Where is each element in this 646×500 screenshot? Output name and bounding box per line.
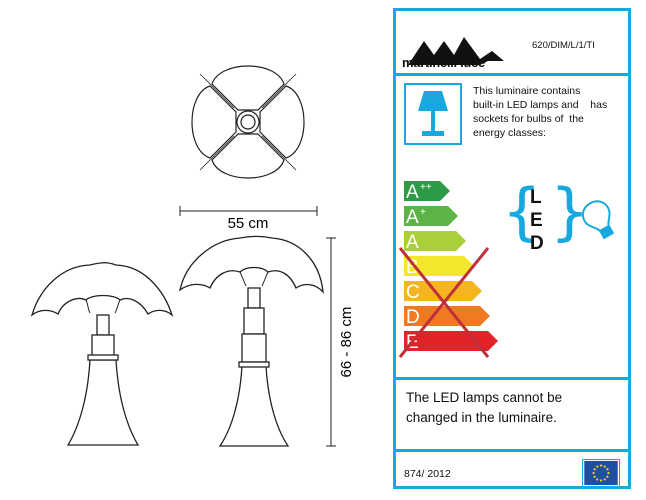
energy-class-superscript: + — [420, 207, 426, 218]
energy-class-6: D — [404, 306, 490, 328]
energy-class-3: A — [404, 231, 466, 253]
stem-low-upper — [96, 314, 110, 336]
eu-star — [606, 475, 609, 478]
width-label: 55 cm — [228, 215, 269, 232]
top-view-hub-inner — [240, 114, 256, 130]
energy-class-arrow — [404, 206, 458, 226]
height-label: 66 - 86 cm — [338, 307, 355, 378]
table-lamp-icon — [418, 91, 448, 136]
eu-star — [592, 471, 595, 475]
petal-right — [259, 85, 305, 159]
energy-label: martinelli luce 620/DIM/L/1/TI This lumi… — [393, 8, 631, 489]
energy-class-arrow — [404, 256, 474, 276]
eu-star — [603, 478, 606, 481]
energy-class-2: A+ — [404, 206, 458, 228]
led-letter-l: L — [530, 187, 542, 208]
eu-star — [607, 471, 610, 475]
energy-class-arrow — [404, 181, 450, 201]
energy-class-letter: B — [406, 257, 419, 278]
stem-high-upper — [247, 287, 261, 309]
eu-star — [596, 465, 599, 468]
light-bulb-icon — [581, 200, 615, 240]
cross-out-line-2 — [398, 247, 490, 358]
energy-class-letter: A — [406, 232, 419, 253]
divider-middle — [396, 377, 628, 380]
led-letter-e: E — [530, 210, 543, 231]
eu-flag-icon — [582, 459, 620, 487]
info-text: This luminaire contains built-in LED lam… — [473, 84, 623, 140]
shade-low — [30, 262, 174, 317]
eu-star — [593, 475, 596, 478]
product-code: 620/DIM/L/1/TI — [532, 40, 595, 51]
energy-class-1: A++ — [404, 181, 450, 203]
base-high — [218, 365, 290, 447]
divider-top — [396, 73, 628, 76]
eu-star — [599, 464, 603, 467]
eu-star — [603, 465, 606, 468]
martinelli-luce-logo — [408, 37, 504, 65]
regulation-number: 874/ 2012 — [404, 468, 451, 480]
energy-class-superscript: ++ — [420, 182, 432, 193]
lamp-icon-box — [404, 83, 462, 145]
stem-high-lower — [241, 333, 267, 363]
petal-left — [191, 85, 237, 159]
technical-drawing: 55 cm 66 - 86 cm — [30, 65, 355, 447]
energy-class-5: C — [404, 281, 482, 303]
energy-class-arrow — [404, 281, 482, 301]
energy-class-arrow — [404, 231, 466, 251]
bottom-text: The LED lamps cannot be changed in the l… — [406, 388, 626, 428]
lamp-side-view-high — [178, 235, 324, 447]
divider-bottom — [396, 449, 628, 452]
eu-star — [593, 468, 596, 471]
info-line-2: built-in LED lamps and has — [473, 99, 608, 111]
base-low — [66, 359, 140, 446]
width-dimension — [179, 206, 318, 216]
energy-class-letter: A — [406, 207, 419, 228]
info-line-1: This luminaire contains — [473, 85, 581, 97]
energy-class-scale: A++A+ABCDE — [398, 181, 498, 358]
energy-class-arrow — [404, 306, 490, 326]
energy-class-arrow — [404, 331, 498, 351]
height-dimension — [326, 237, 336, 447]
led-letter-d: D — [530, 233, 544, 254]
eu-star — [599, 479, 603, 482]
stem-high-middle — [243, 307, 265, 335]
brace-left: { — [502, 175, 542, 248]
brand-name: martinelli luce — [402, 55, 485, 70]
eu-star — [596, 478, 599, 481]
eu-star — [606, 468, 609, 471]
energy-class-letter: D — [406, 307, 420, 328]
bottom-line-1: The LED lamps cannot be — [406, 390, 563, 405]
stem-low-lower — [91, 334, 115, 358]
energy-class-letter: A — [406, 182, 419, 203]
bottom-line-2: changed in the luminaire. — [406, 410, 557, 425]
energy-class-letter: C — [406, 282, 420, 303]
shade-high — [178, 235, 324, 294]
lamp-top-view — [191, 65, 305, 179]
petal-top — [211, 65, 285, 111]
petal-bottom — [211, 133, 285, 179]
lamp-side-view-low — [30, 262, 174, 446]
info-line-3: sockets for bulbs of the — [473, 113, 584, 125]
energy-class-4: B — [404, 256, 474, 278]
info-line-4: energy classes: — [473, 127, 546, 139]
